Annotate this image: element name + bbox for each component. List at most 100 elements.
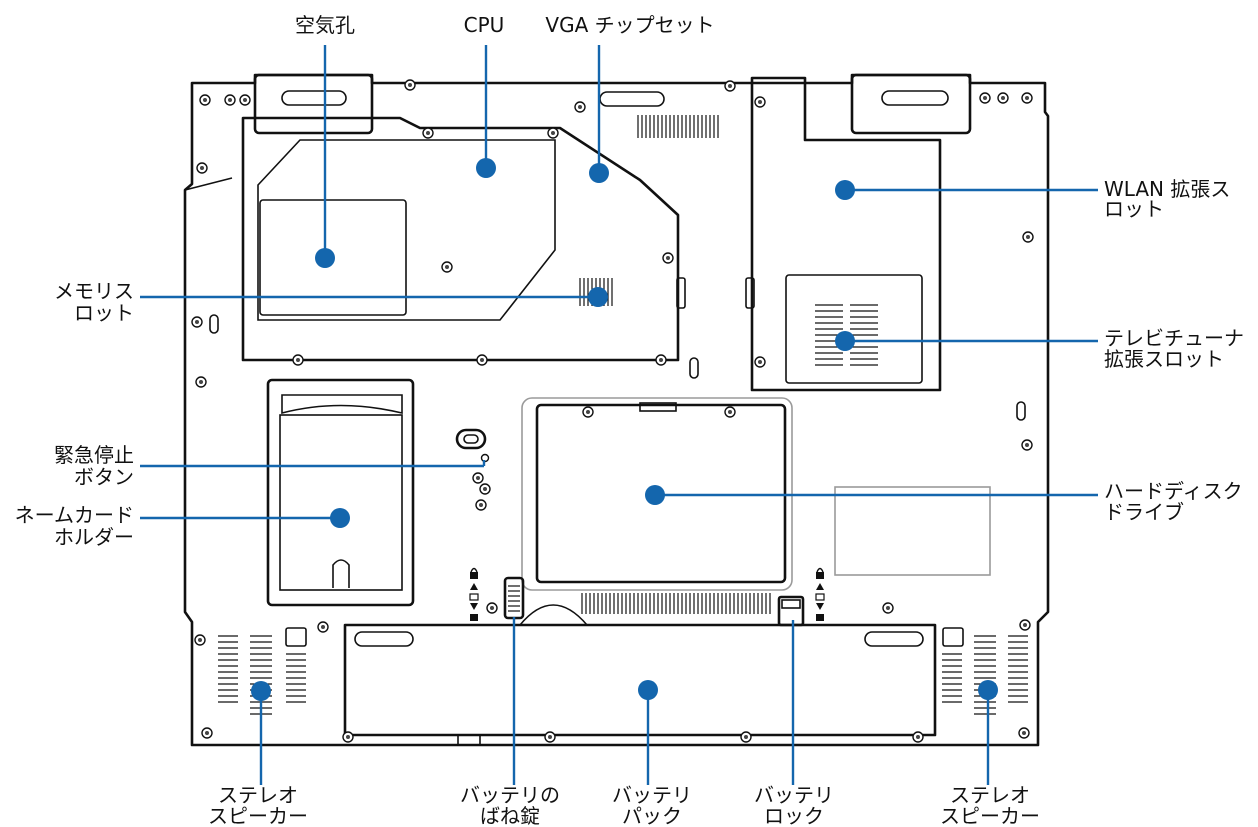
screw-icon [442, 262, 452, 272]
label-emergency-line2: ボタン [74, 465, 134, 489]
label-cpu: CPU [464, 13, 505, 37]
screw-icon [663, 253, 673, 263]
spring-lock-lock-icon [470, 569, 478, 622]
screw-icon [998, 93, 1008, 103]
dot-wlan [835, 180, 855, 200]
label-speaker-right-line2: スピーカー [940, 804, 1040, 827]
screw-icon [980, 93, 990, 103]
top-slot [600, 92, 664, 106]
screw-icon [196, 377, 206, 387]
label-memory-line1: メモリス [54, 279, 134, 303]
label-vga-chipset: VGA チップセット [545, 13, 714, 37]
screws [192, 80, 1033, 742]
speaker-right-grille [942, 636, 1028, 714]
emergency-stop-switch [457, 430, 485, 448]
screw-icon [423, 128, 433, 138]
emergency-stop [457, 430, 489, 462]
namecard-holder-clip [282, 395, 402, 413]
screw-icon [883, 603, 893, 613]
dot-air-vent [315, 248, 335, 268]
screw-icon [575, 102, 585, 112]
dot-namecard [330, 508, 350, 528]
battery-area [345, 569, 935, 746]
left-side-slot [210, 315, 218, 333]
screw-icon [545, 732, 555, 742]
battery-pack-latch [458, 735, 480, 745]
battery-pack-outline [345, 625, 935, 735]
screw-icon [473, 473, 483, 483]
cpu-cover-outline [243, 118, 678, 360]
top-vent [638, 115, 718, 138]
screw-icon [195, 635, 205, 645]
screw-icon [1022, 440, 1032, 450]
hinge-right [852, 75, 970, 133]
label-memory-line2: ロット [74, 301, 134, 325]
label-air-vent: 空気孔 [295, 13, 355, 37]
screw-icon [197, 163, 207, 173]
label-speaker-left-line2: スピーカー [208, 804, 308, 827]
battery-release-arc [520, 605, 587, 625]
mid-slot [690, 358, 698, 378]
battery-lock-lock-icon [816, 569, 824, 622]
label-wlan-line2: ロット [1104, 197, 1164, 221]
screw-icon [1020, 620, 1030, 630]
screw-icon [405, 80, 415, 90]
speaker-right [942, 628, 1028, 714]
label-emergency-line1: 緊急停止 [54, 443, 134, 467]
label-hdd-line2: ドライブ [1104, 500, 1184, 524]
screw-icon [202, 728, 212, 738]
screw-icon [548, 128, 558, 138]
screw-icon [318, 622, 328, 632]
laptop-outline [185, 75, 1048, 745]
dot-tv-tuner [835, 331, 855, 351]
screw-icon [477, 355, 487, 365]
screw-icon [583, 407, 593, 417]
hinge-slot-right [882, 91, 948, 105]
label-namecard-line2: ホルダー [54, 525, 134, 549]
label-battery-lock-line2: ロック [764, 804, 824, 827]
screw-icon [200, 95, 210, 105]
label-namecard-line1: ネームカード [15, 503, 134, 527]
battery-vent [582, 593, 770, 614]
screw-icon [225, 95, 235, 105]
screw-icon [725, 81, 735, 91]
dot-vga [589, 163, 609, 183]
screw-icon [293, 355, 303, 365]
screw-icon [192, 317, 202, 327]
screw-icon [755, 97, 765, 107]
dot-battery [638, 680, 658, 700]
labels: 空気孔 CPU VGA チップセット WLAN 拡張ス ロット メモリス ロット… [15, 13, 1244, 827]
screw-icon [476, 500, 486, 510]
namecard-holder-outline [268, 380, 413, 605]
cpu-cover [243, 118, 685, 360]
battery-pack-slot-right [865, 632, 923, 646]
screw-icon [913, 732, 923, 742]
right-side-slot [1017, 402, 1025, 420]
dot-hdd [645, 485, 665, 505]
dot-speaker-left [251, 681, 271, 701]
right-label-area [835, 487, 990, 575]
dot-memory [588, 287, 608, 307]
screw-icon [755, 357, 765, 367]
namecard-holder-notch [333, 560, 349, 588]
screw-icon [1023, 232, 1033, 242]
hinge-slot-left [282, 91, 346, 105]
screw-icon [1022, 93, 1032, 103]
battery-spring-lock [505, 578, 523, 618]
screw-icon [1019, 728, 1029, 738]
screw-icon [741, 732, 751, 742]
hinge-left [255, 75, 372, 133]
label-spring-lock-line2: ばね錠 [480, 804, 540, 827]
dot-cpu [476, 158, 496, 178]
laptop-body [185, 75, 1048, 745]
dot-speaker-right [978, 680, 998, 700]
screw-icon [480, 484, 490, 494]
namecard-holder-inner [280, 415, 402, 590]
screw-icon [725, 407, 735, 417]
label-tv-tuner-line2: 拡張スロット [1104, 347, 1224, 371]
namecard-holder [268, 380, 413, 605]
battery-pack-slot-left [355, 632, 413, 646]
screw-icon [343, 732, 353, 742]
screw-icon [656, 355, 666, 365]
